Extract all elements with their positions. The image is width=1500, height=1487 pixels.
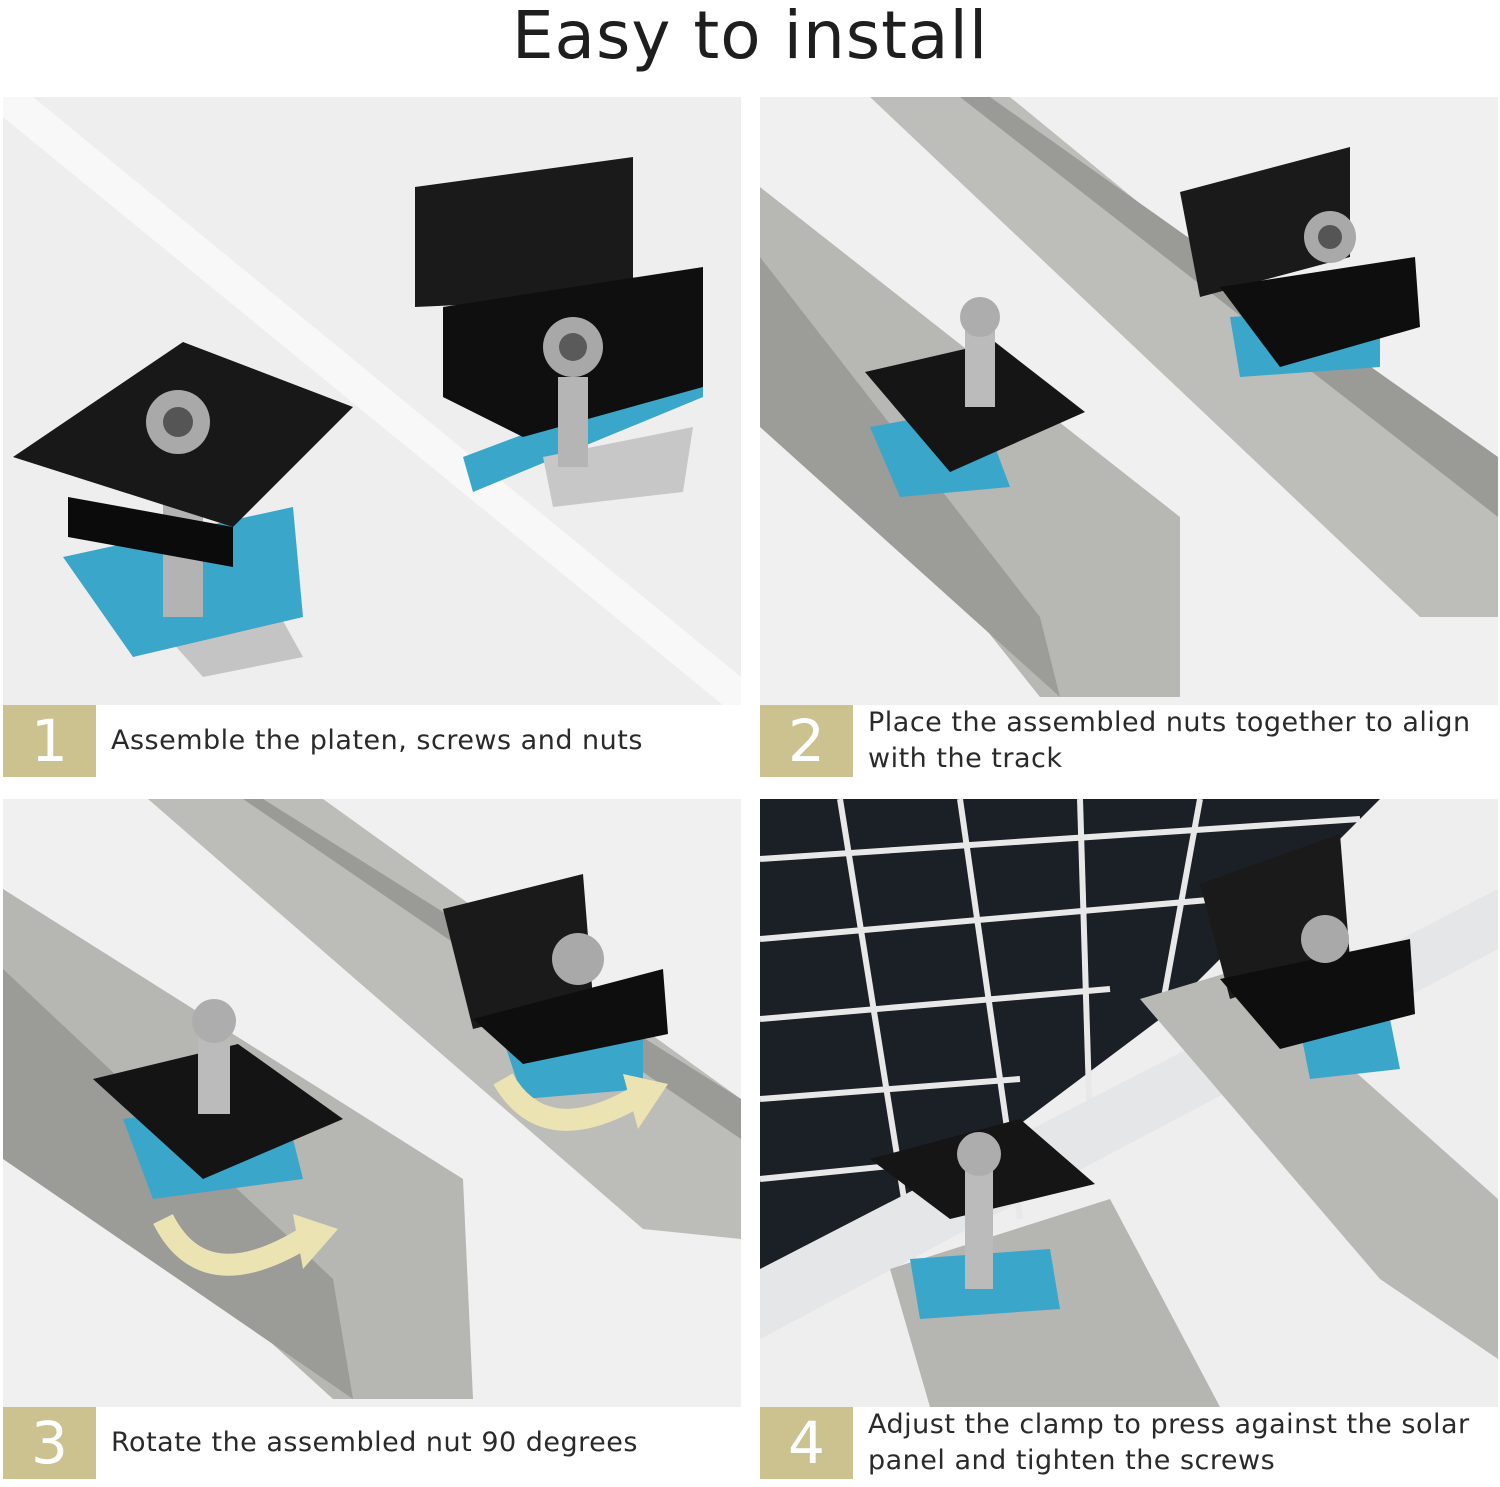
step-3-image: [3, 799, 741, 1407]
step-2-image: [760, 97, 1498, 705]
step-number-badge: 4: [760, 1407, 853, 1479]
step-4-caption: 4 Adjust the clamp to press against the …: [760, 1407, 1498, 1479]
step-3-caption: 3 Rotate the assembled nut 90 degrees: [3, 1407, 741, 1479]
step-1-caption: 1 Assemble the platen, screws and nuts: [3, 705, 741, 777]
page-title: Easy to install: [511, 0, 989, 74]
clamp-on-rail-illustration: [865, 147, 1420, 497]
step-number-badge: 2: [760, 705, 853, 777]
mid-clamp-illustration: [13, 342, 353, 677]
step-2-caption: 2 Place the assembled nuts together to a…: [760, 705, 1498, 777]
step-1-image: [3, 97, 741, 705]
rotate-arrow-icon: [153, 1073, 668, 1276]
step-description: Place the assembled nuts together to ali…: [868, 707, 1471, 774]
step-description: Rotate the assembled nut 90 degrees: [111, 1427, 638, 1458]
step-description: Adjust the clamp to press against the so…: [868, 1409, 1470, 1476]
clamp-on-rail-illustration: [93, 874, 668, 1199]
step-description: Assemble the platen, screws and nuts: [111, 725, 643, 756]
clamp-on-panel-illustration: [870, 834, 1415, 1319]
step-number-badge: 3: [3, 1407, 96, 1479]
step-4-image: [760, 799, 1498, 1407]
end-clamp-illustration: [415, 157, 703, 507]
step-number-badge: 1: [3, 705, 96, 777]
